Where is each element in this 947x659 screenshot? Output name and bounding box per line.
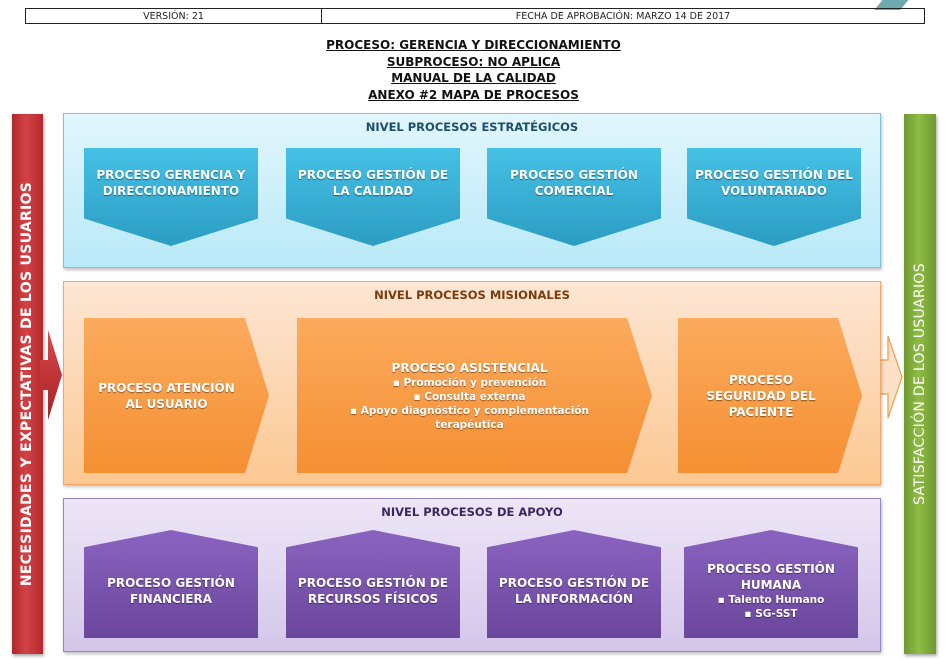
process-gestion-financiera[interactable]: PROCESO GESTIÓN FINANCIERA xyxy=(84,530,258,638)
process-atencion-usuario[interactable]: PROCESO ATENCIÓN AL USUARIO xyxy=(84,318,269,473)
process-gestion-informacion[interactable]: PROCESO GESTIÓN DE LA INFORMACIÓN xyxy=(487,530,661,638)
process-gestion-recursos-fisicos[interactable]: PROCESO GESTIÓN DE RECURSOS FÍSICOS xyxy=(286,530,460,638)
process-asistencial-item: ▪ Apoyo diagnóstico y complementación te… xyxy=(350,404,589,431)
arrow-right-icon xyxy=(40,330,62,420)
process-gestion-humana-item: ▪ Talento Humano xyxy=(717,594,825,606)
process-gestion-humana-item: ▪ SG-SST xyxy=(744,608,798,620)
document-header-table: VERSIÓN: 21 FECHA DE APROBACIÓN: MARZO 1… xyxy=(25,8,925,24)
process-gestion-humana-title: PROCESO GESTIÓN HUMANA xyxy=(707,562,835,592)
annex-title: ANEXO #2 MAPA DE PROCESOS xyxy=(368,88,579,102)
missional-level-title: NIVEL PROCESOS MISIONALES xyxy=(374,288,570,302)
process-title: PROCESO: GERENCIA Y DIRECCIONAMIENTO xyxy=(326,38,621,52)
user-satisfaction-label: SATISFACCIÓN DE LOS USUARIOS xyxy=(912,263,928,505)
process-asistencial[interactable]: PROCESO ASISTENCIAL ▪ Promoción y preven… xyxy=(297,318,652,473)
process-asistencial-title: PROCESO ASISTENCIAL xyxy=(391,360,548,375)
process-seguridad-paciente[interactable]: PROCESO SEGURIDAD DEL PACIENTE xyxy=(678,318,862,473)
support-level-title: NIVEL PROCESOS DE APOYO xyxy=(381,505,563,519)
process-asistencial-item: ▪ Consulta externa xyxy=(413,390,526,403)
arrow-right-outline-icon xyxy=(879,335,903,419)
process-asistencial-item: ▪ Promoción y prevención xyxy=(392,376,547,389)
user-satisfaction-bar: SATISFACCIÓN DE LOS USUARIOS xyxy=(904,114,936,654)
process-gestion-voluntariado[interactable]: PROCESO GESTIÓN DEL VOLUNTARIADO xyxy=(687,148,861,246)
user-needs-label: NECESIDADES Y EXPECTATIVAS DE LOS USUARI… xyxy=(19,181,36,587)
approval-date-cell: FECHA DE APROBACIÓN: MARZO 14 DE 2017 xyxy=(515,10,731,22)
manual-title: MANUAL DE LA CALIDAD xyxy=(391,71,556,85)
user-needs-bar: NECESIDADES Y EXPECTATIVAS DE LOS USUARI… xyxy=(12,114,43,654)
version-cell: VERSIÓN: 21 xyxy=(26,9,322,23)
process-gestion-humana[interactable]: PROCESO GESTIÓN HUMANA ▪ Talento Humano … xyxy=(684,530,858,638)
subprocess-title: SUBPROCESO: NO APLICA xyxy=(386,55,561,69)
strategic-level-title: NIVEL PROCESOS ESTRATÉGICOS xyxy=(365,120,579,134)
